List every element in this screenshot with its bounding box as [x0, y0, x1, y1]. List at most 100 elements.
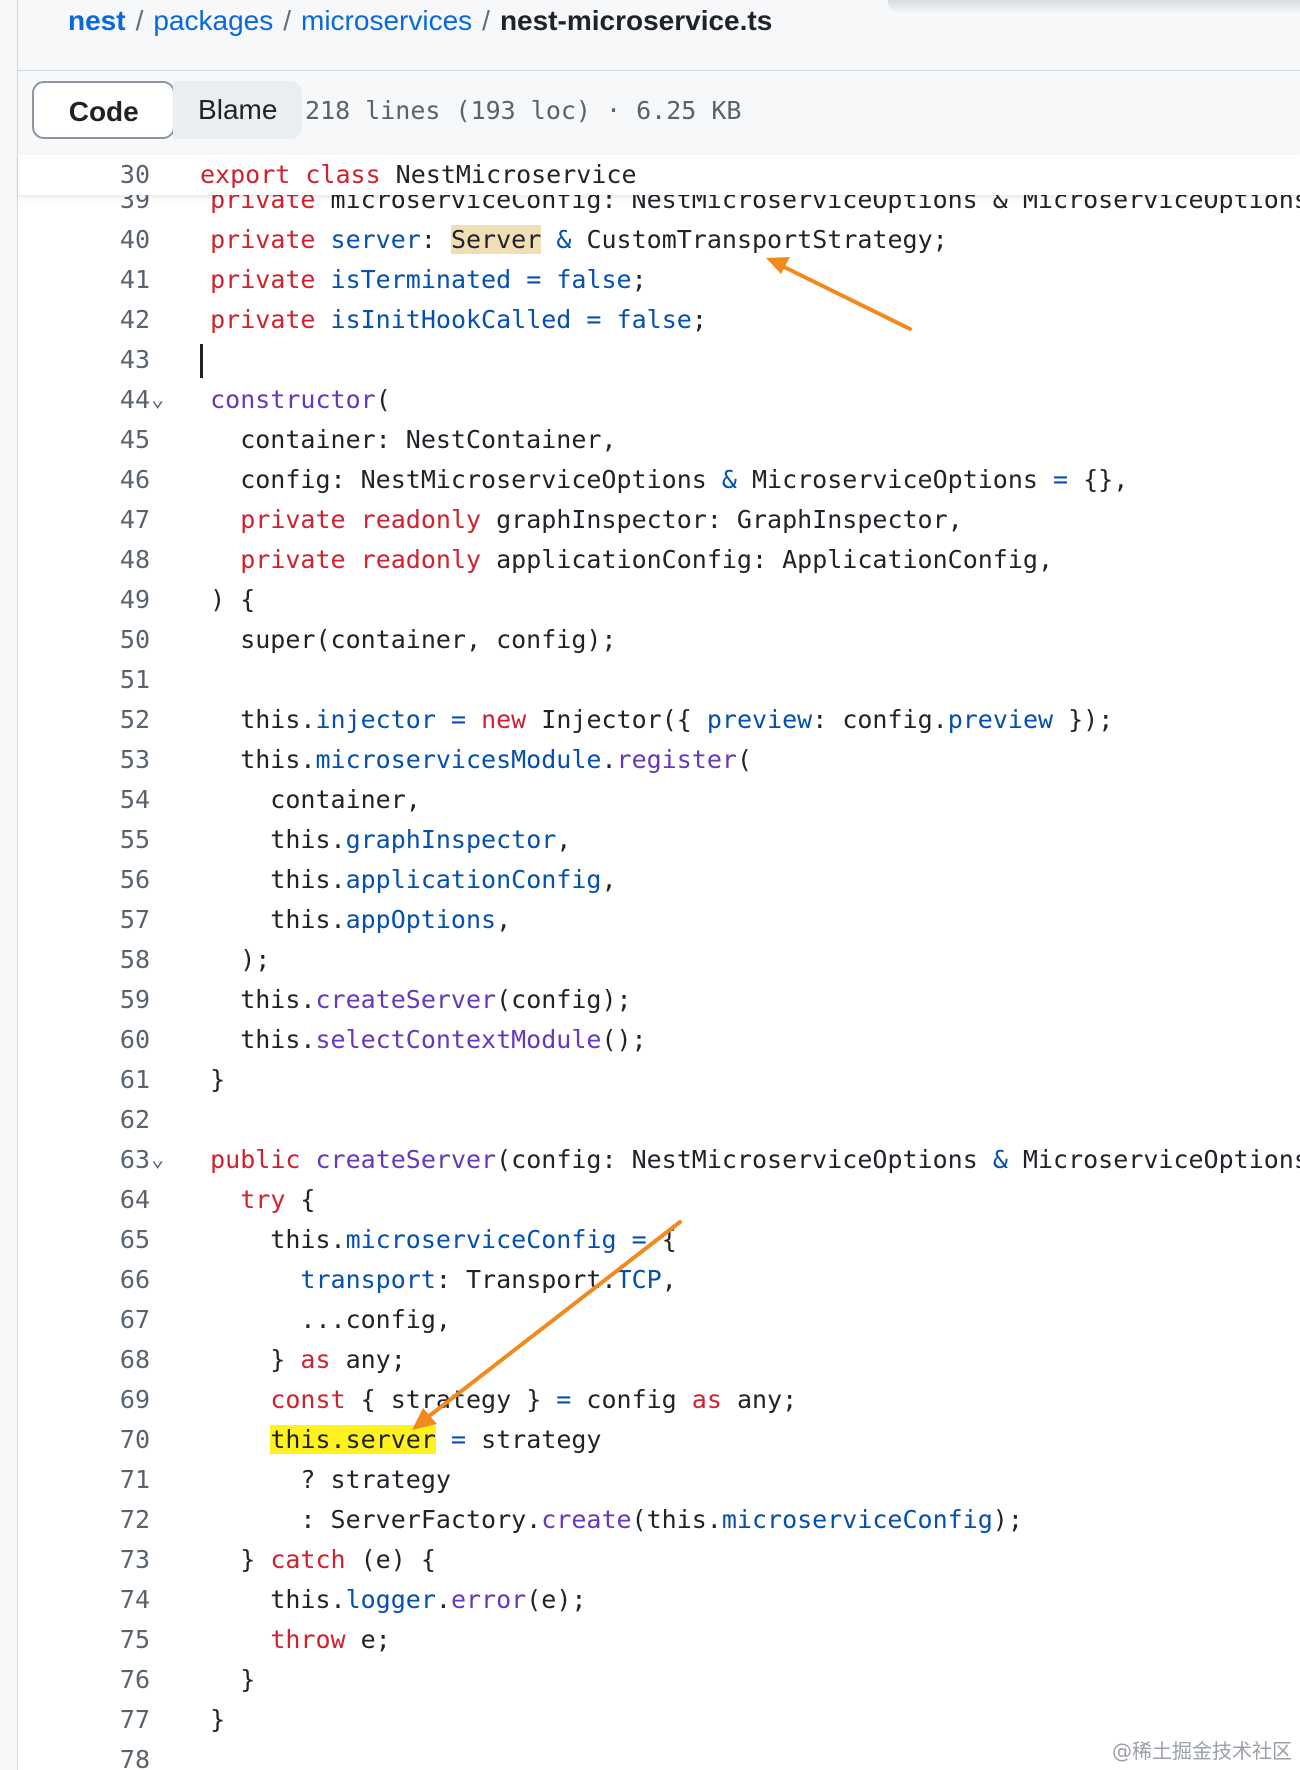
line-number[interactable]: 41 [119, 265, 150, 294]
line-number[interactable]: 46 [119, 465, 150, 494]
line-number[interactable]: 44 [119, 385, 150, 414]
code-line: this.microservicesModule.register( [180, 740, 752, 780]
code-line: transport: Transport.TCP, [180, 1260, 677, 1300]
code-token: private [240, 545, 346, 574]
line-number[interactable]: 50 [119, 625, 150, 654]
code-token [601, 305, 616, 334]
code-token: const [270, 1385, 346, 1414]
code-token: , [661, 1265, 677, 1294]
line-number[interactable]: 53 [119, 745, 150, 774]
line-number[interactable]: 73 [119, 1545, 150, 1574]
line-number[interactable]: 45 [119, 425, 150, 454]
line-number[interactable]: 62 [119, 1105, 150, 1134]
line-number[interactable]: 66 [119, 1265, 150, 1294]
line-number[interactable]: 47 [119, 505, 150, 534]
line-number[interactable]: 71 [119, 1465, 150, 1494]
line-number[interactable]: 58 [119, 945, 150, 974]
code-token: config: NestMicroserviceOptions [180, 465, 722, 494]
line-number[interactable]: 64 [119, 1185, 150, 1214]
code-line: this.selectContextModule(); [180, 1020, 646, 1060]
code-token: microserviceConfig [721, 1505, 993, 1534]
code-token [315, 305, 330, 334]
code-token: Server [450, 225, 542, 254]
code-token: e; [345, 1625, 391, 1654]
line-number[interactable]: 67 [119, 1305, 150, 1334]
code-token: register [616, 745, 737, 774]
code-token: }); [1053, 705, 1114, 734]
code-token: config [571, 1385, 692, 1414]
code-token: error [450, 1585, 527, 1614]
code-token: private [240, 505, 346, 534]
code-token: & [992, 1145, 1008, 1174]
code-line: } catch (e) { [180, 1540, 436, 1580]
code-token [180, 265, 210, 294]
code-token: = [586, 305, 602, 334]
code-token: this. [180, 905, 346, 934]
code-token [180, 1145, 210, 1174]
sticky-scope-line[interactable]: 30 export class NestMicroservice [18, 155, 1300, 195]
code-token [346, 505, 361, 534]
line-number[interactable]: 57 [119, 905, 150, 934]
code-token: public [210, 1145, 301, 1174]
code-token: throw [270, 1625, 346, 1654]
line-number[interactable]: 63 [119, 1145, 150, 1174]
line-number[interactable]: 52 [119, 705, 150, 734]
tab-code[interactable]: Code [32, 81, 176, 139]
code-token: & [556, 225, 572, 254]
line-number[interactable]: 77 [119, 1705, 150, 1734]
line-number[interactable]: 59 [119, 985, 150, 1014]
code-token: CustomTransportStrategy; [571, 225, 948, 254]
breadcrumb-separator: / [482, 5, 490, 36]
code-token: selectContextModule [315, 1025, 602, 1054]
code-token: isInitHookCalled [330, 305, 572, 334]
line-number[interactable]: 65 [119, 1225, 150, 1254]
code-token: injector [315, 705, 436, 734]
fold-chevron-icon[interactable]: ⌄ [151, 1147, 165, 1172]
line-number[interactable]: 69 [119, 1385, 150, 1414]
code-token: : ServerFactory. [180, 1505, 542, 1534]
line-number[interactable]: 42 [119, 305, 150, 334]
code-token [180, 385, 210, 414]
line-number[interactable]: 72 [119, 1505, 150, 1534]
tab-blame[interactable]: Blame [173, 81, 302, 139]
line-number[interactable]: 70 [119, 1425, 150, 1454]
breadcrumb-current-file: nest-microservice.ts [499, 5, 773, 36]
code-token: this. [180, 985, 316, 1014]
line-number[interactable]: 61 [119, 1065, 150, 1094]
line-number[interactable]: 56 [119, 865, 150, 894]
line-number[interactable]: 78 [119, 1745, 150, 1770]
code-line: constructor( [180, 380, 391, 420]
line-number[interactable]: 76 [119, 1665, 150, 1694]
line-number[interactable]: 43 [119, 345, 150, 374]
line-number[interactable]: 51 [119, 665, 150, 694]
line-number[interactable]: 68 [119, 1345, 150, 1374]
fold-chevron-icon[interactable]: ⌄ [151, 387, 165, 412]
breadcrumb: nest/packages/microservices/nest-microse… [68, 0, 772, 42]
code-token: try [240, 1185, 286, 1214]
line-number[interactable]: 55 [119, 825, 150, 854]
code-token: : config. [812, 705, 948, 734]
code-token: (this. [631, 1505, 722, 1534]
breadcrumb-microservices-link[interactable]: microservices [301, 5, 473, 36]
overlay-shadow [888, 0, 1300, 14]
code-line: config: NestMicroserviceOptions & Micros… [180, 460, 1128, 500]
watermark: @稀土掘金技术社区 [1112, 1739, 1292, 1763]
line-number[interactable]: 74 [119, 1585, 150, 1614]
line-number[interactable]: 40 [119, 225, 150, 254]
breadcrumb-repo-link[interactable]: nest [68, 5, 126, 36]
line-number[interactable]: 54 [119, 785, 150, 814]
code-line: ? strategy [180, 1460, 451, 1500]
breadcrumb-packages-link[interactable]: packages [153, 5, 274, 36]
line-number[interactable]: 48 [119, 545, 150, 574]
line-number[interactable]: 49 [119, 585, 150, 614]
code-token [315, 265, 330, 294]
code-token [617, 1225, 632, 1254]
line-number[interactable]: 60 [119, 1025, 150, 1054]
code-token: catch [270, 1545, 346, 1574]
code-token: MicroserviceOptions) [1007, 1145, 1300, 1174]
line-number[interactable]: 30 [119, 160, 150, 189]
code-line: : ServerFactory.create(this.microservice… [180, 1500, 1023, 1540]
code-view[interactable]: 39 private microserviceConfig: NestMicro… [18, 180, 1300, 1770]
line-number[interactable]: 75 [119, 1625, 150, 1654]
code-token: this. [180, 1585, 346, 1614]
